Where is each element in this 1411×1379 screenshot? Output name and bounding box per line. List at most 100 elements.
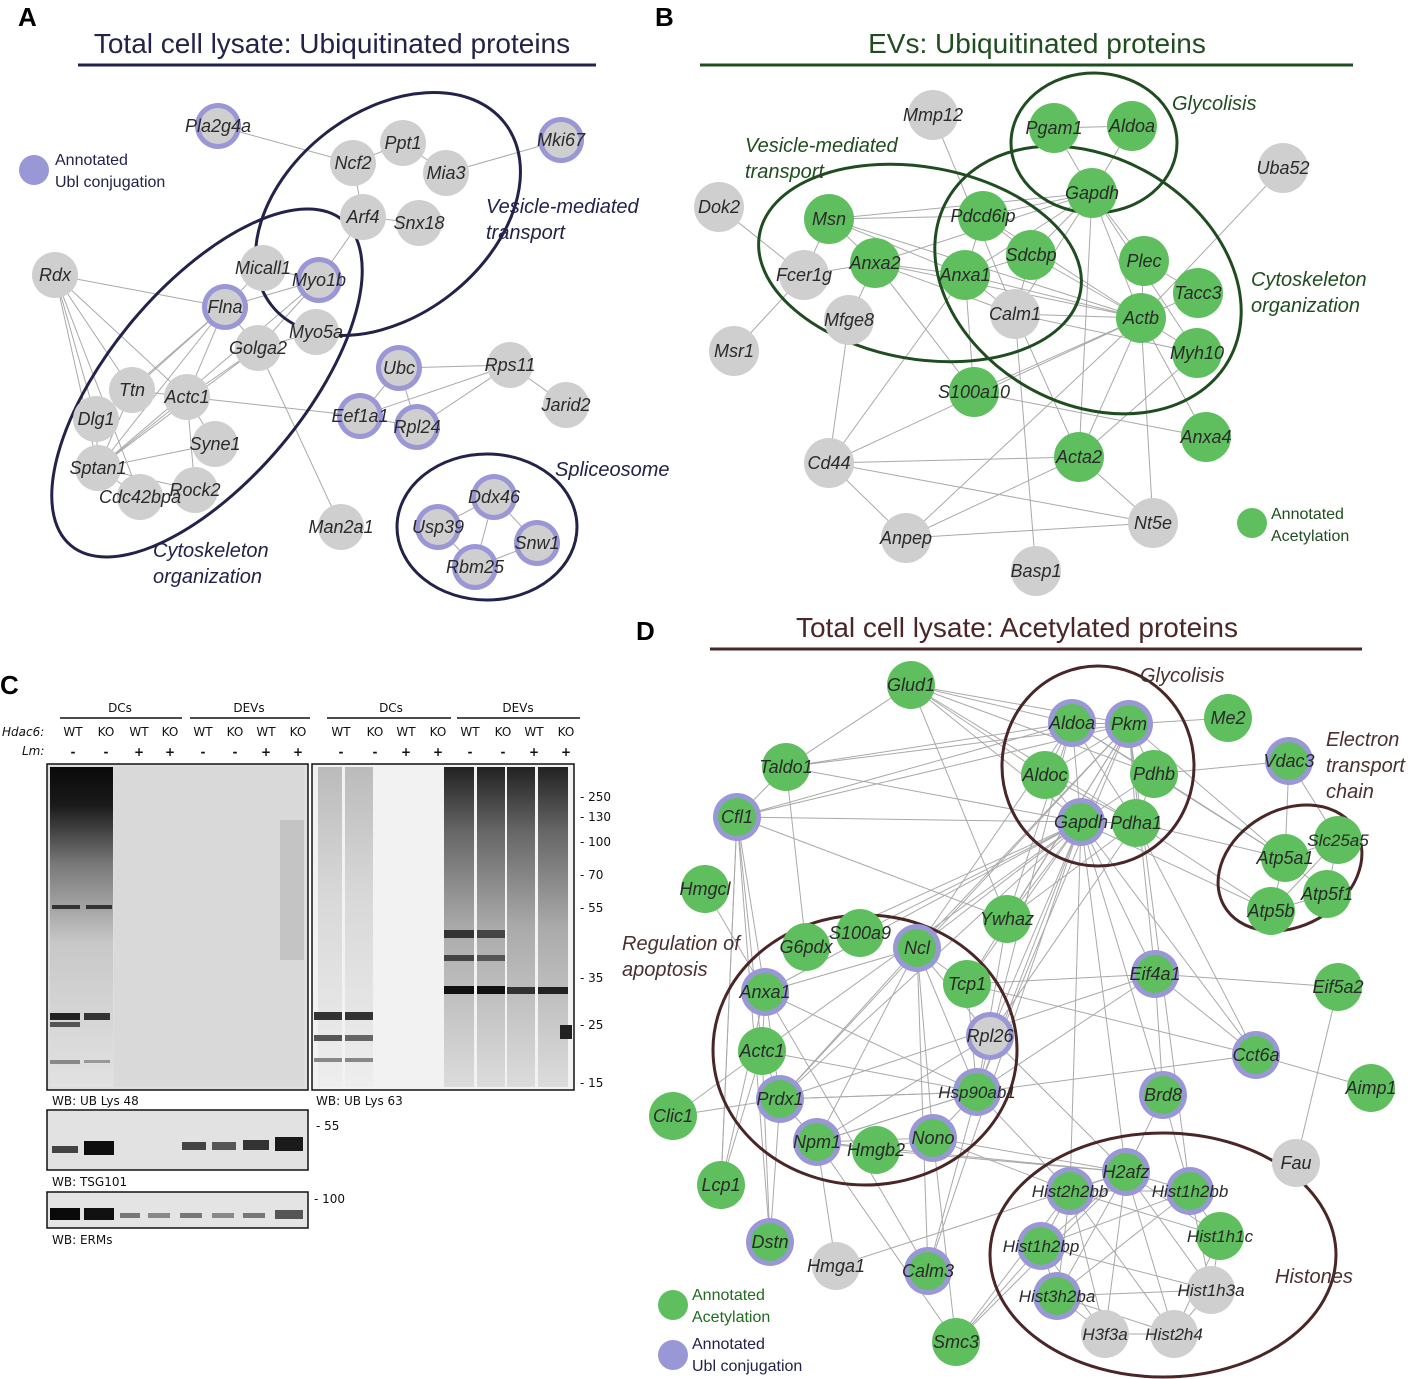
panel-b-edge [905,456,1080,539]
blot-label-erms: WB: ERMs [52,1233,112,1247]
panel-d-node-core [1022,1227,1060,1265]
panel-d-node-core [1107,1153,1145,1191]
panel-a-edge [97,306,226,469]
panel-d-edge [785,766,807,948]
panel-b-node-anxa1: Anxa1 [938,250,991,300]
panel-d-node-label: Me2 [1210,708,1245,728]
panel-b-edge [1078,352,1198,458]
panel-d-node-hist1h1c: Hist1h1c [1187,1212,1254,1260]
panel-a-node-core [399,409,435,445]
panel-b: B EVs: Ubiquitinated proteins Mmp12Pgam1… [655,2,1367,596]
panel-a-node-label: Rbm25 [446,557,505,577]
panel-d-node-label: Clic1 [653,1106,693,1126]
panel-d-edge [1069,821,1082,1192]
panel-d-title: Total cell lysate: Acetylated proteins [796,612,1238,643]
panel-b-legend-acetylation-swatch [1237,508,1267,538]
panel-d-node-hist2h4: Hist2h4 [1145,1310,1203,1358]
panel-a-edge [97,279,320,469]
panel-b-node-core [824,295,874,345]
panel-d-edge [1080,821,1164,1096]
blot-group-devs-1: DEVs [233,701,264,715]
panel-d-node-core [943,960,991,1008]
panel-b-edge [828,274,966,464]
panel-b-node-label: Anxa1 [938,265,990,285]
panel-d-node-label: Cct6a [1232,1045,1279,1065]
panel-d-edge [761,1050,978,1093]
panel-a-node-snw1: Snw1 [514,520,560,566]
panel-d-node-label: Anxa1 [738,982,790,1002]
blot-lane-lm: + [561,745,571,759]
panel-b-node-core [1011,546,1061,596]
panel-a-node-core [75,445,121,491]
panel-d-node-hmgcl: Hmgcl [679,865,731,913]
panel-a-node-core [109,367,155,413]
panel-d-node-cfl1: Cfl1 [713,793,761,841]
panel-d-node-hmgb2: Hmgb2 [847,1126,905,1174]
panel-a-node-label: Myo5a [289,322,343,342]
panel-d-node-label: Eif5a2 [1312,977,1363,997]
panel-a-node-ncf2: Ncf2 [330,140,376,186]
panel-d-node-aldoa: Aldoa [1048,699,1096,747]
blot-lane-lm: + [165,745,175,759]
panel-d-node-core [782,923,830,971]
blot-row-label-hdac6: Hdac6: [2,725,44,739]
panel-d-node-label: S100a9 [829,923,891,943]
panel-d-node-core [983,895,1031,943]
blot-erms [46,1191,309,1229]
panel-b-node-aldoa: Aldoa [1107,101,1157,151]
panel-d-node-label: Hist1h2bp [1003,1237,1080,1256]
panel-d-edge [736,722,1073,818]
panel-d-node-fau: Fau [1272,1139,1320,1187]
panel-d-edge [1006,822,1137,920]
panel-d-node-core [1144,1076,1182,1114]
panel-a-node-label: Snx18 [393,213,444,233]
panel-d-edge [764,991,978,1093]
blot-lane-genotype: KO [430,725,447,739]
panel-d-node-label: Ncl [904,938,931,958]
panel-b-node-label: Aldoa [1108,116,1155,136]
panel-d-edge [1125,1171,1212,1291]
panel-b-node-core [804,194,854,244]
panel-a-node-rpl24: Rpl24 [393,404,441,450]
panel-d-edge [910,684,1137,824]
panel-d-node-label: Glud1 [887,675,935,695]
panel-a-node-label: Syne1 [189,434,240,454]
panel-d-node-label: Pkm [1111,714,1147,734]
panel-d-node-label: Nono [911,1128,954,1148]
panel-b-node-label: Uba52 [1256,158,1309,178]
panel-d-node-hist1h2bb: Hist1h2bb [1152,1167,1228,1215]
panel-b-edge [828,462,1154,524]
panel-b-node-msr1: Msr1 [709,326,759,376]
panel-a-node-jarid2: Jarid2 [540,382,591,428]
panel-a-node-core [381,350,417,386]
panel-d-legend-ubl-swatch [658,1340,688,1370]
panel-d-edge [1154,973,1339,988]
panel-d-node-label: Actc1 [738,1041,784,1061]
panel-d-edge [764,947,918,993]
panel-d-edge [932,1137,957,1343]
panel-b-node-label: Msn [812,209,846,229]
panel-d-edge [736,816,1008,920]
panel-b-node-label: Tacc3 [1174,283,1221,303]
panel-a-node-label: Man2a1 [308,517,373,537]
panel-a-node-core [519,525,555,561]
panel-b-node-tacc3: Tacc3 [1173,268,1223,318]
panel-b-edge [1140,167,1284,319]
panel-b-node-core [949,367,999,417]
panel-d-node-core [1347,1064,1395,1112]
blot-marker: - 25 [580,1018,603,1032]
panel-d-node-label: Smc3 [933,1332,979,1352]
panel-d-node-core [1272,1139,1320,1187]
panel-d-node-hist1h3a: Hist1h3a [1177,1266,1245,1314]
panel-d-node-core [1150,1310,1198,1358]
panel-a-node-flna: Flna [202,284,248,330]
panel-d-cluster-histones [988,1131,1338,1379]
panel-d-node-core [761,1080,799,1118]
panel-d-edge [720,991,766,1186]
panel-d-node-aimp1: Aimp1 [1344,1064,1397,1112]
panel-d-node-core [958,1073,996,1111]
panel-d-edge [1040,1245,1212,1291]
panel-b-node-label: Actb [1122,308,1159,328]
panel-d-node-atp5b: Atp5b [1246,887,1295,935]
